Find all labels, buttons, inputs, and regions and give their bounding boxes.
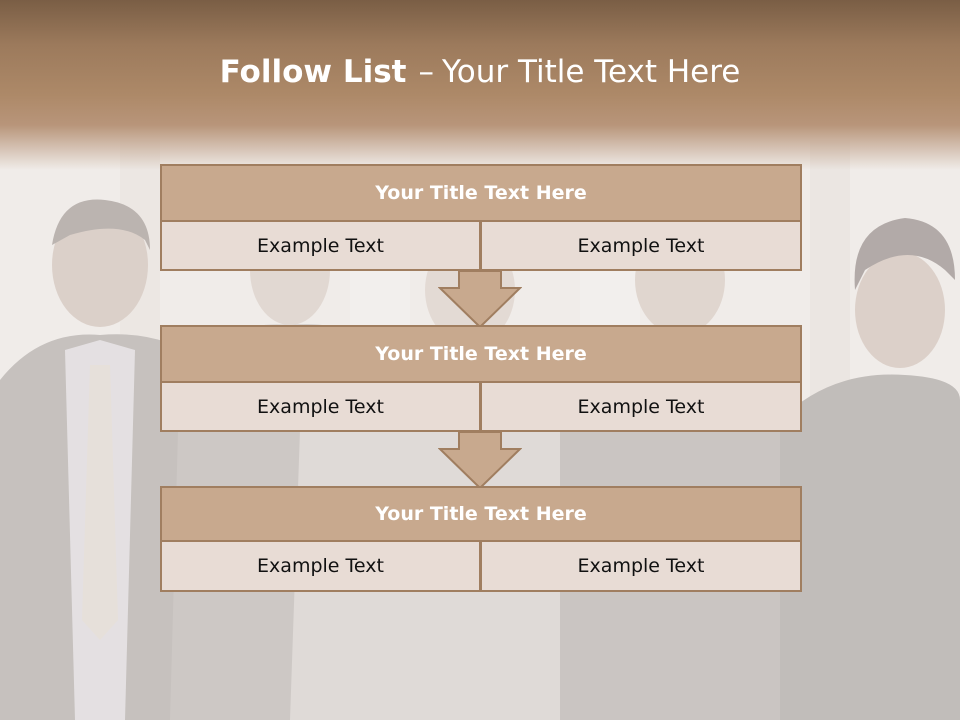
block-cell-left: Example Text [160,383,481,432]
header-band [0,0,960,170]
down-arrow-icon [438,431,522,489]
block-cell-left: Example Text [160,542,481,592]
block-cell-right: Example Text [481,542,802,592]
title-bold: Follow List [219,54,407,90]
block-cell-left: Example Text [160,222,481,271]
block-cell-right: Example Text [481,222,802,271]
title-separator: – [418,54,434,90]
block-title: Your Title Text Here [160,486,802,542]
block-title: Your Title Text Here [160,164,802,222]
block-cell-right: Example Text [481,383,802,432]
down-arrow-icon [438,270,522,328]
block-title: Your Title Text Here [160,325,802,383]
slide-title: Follow List–Your Title Text Here [0,54,960,90]
title-rest: Your Title Text Here [441,54,741,90]
